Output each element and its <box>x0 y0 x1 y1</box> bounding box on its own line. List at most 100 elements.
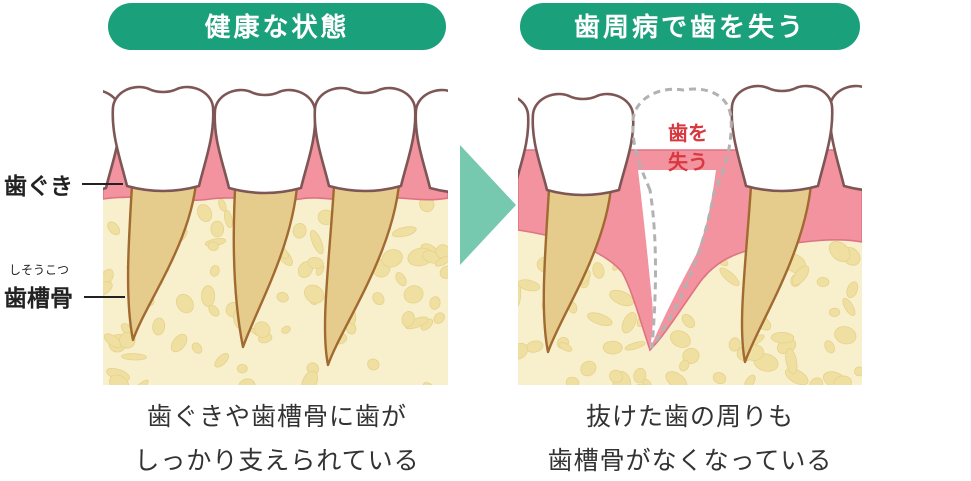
bone-pore <box>816 276 830 288</box>
periodontal-illustration: 歯を 失う <box>518 84 862 385</box>
tooth-crown <box>531 92 635 197</box>
bone-pore <box>210 220 225 238</box>
healthy-caption-line1: 歯ぐきや歯槽骨に歯が <box>147 402 407 431</box>
bone-pore <box>191 342 203 354</box>
tooth-root <box>232 170 300 349</box>
partial-tooth <box>828 84 862 192</box>
bone-pore <box>828 241 851 262</box>
bone-pore <box>629 383 649 385</box>
bone-pore <box>176 293 194 314</box>
bone-pore <box>518 343 529 360</box>
bone-pore <box>580 360 597 377</box>
bone-pore <box>237 378 256 385</box>
bone-pore <box>592 262 605 279</box>
periodontal-caption-line1: 抜けた歯の周りも <box>586 402 794 431</box>
bone-pore <box>833 375 852 385</box>
bone-pore <box>518 279 541 292</box>
bone-pore <box>207 241 219 251</box>
tooth <box>313 86 417 367</box>
missing-tooth-outline <box>631 87 733 349</box>
bone-pore <box>109 374 130 385</box>
bone-pore <box>808 377 824 385</box>
missing-tooth-label-line2: 失う <box>668 150 708 174</box>
tooth-crown <box>313 86 417 193</box>
periodontal-caption-line2: 歯槽骨がなくなっている <box>548 446 833 475</box>
partial-tooth <box>518 97 530 180</box>
gum-label: 歯ぐき <box>4 174 73 200</box>
bone-pore <box>587 312 613 326</box>
tooth-root <box>542 172 614 354</box>
bone-pore <box>209 265 220 277</box>
bone-pore <box>422 382 436 385</box>
bone-pore <box>770 331 795 344</box>
bone-pore <box>719 267 740 287</box>
bone-pore <box>307 256 324 270</box>
bone-pore <box>152 317 166 336</box>
bone-pore <box>854 366 862 377</box>
bone-pore <box>395 272 407 287</box>
bone-pore <box>121 353 147 361</box>
healthy-caption-line2: しっかり支えられている <box>134 446 419 475</box>
tooth-crown <box>518 97 530 180</box>
bone-pore <box>103 281 113 298</box>
bone-pore <box>301 370 319 385</box>
bone-pore <box>433 312 445 324</box>
bone-pore <box>292 223 307 239</box>
empty-tooth-socket <box>638 170 716 349</box>
bone-pore <box>791 265 810 286</box>
periodontal-header: 歯周病で歯を失う <box>520 3 860 50</box>
healthy-header: 健康な状態 <box>108 3 446 50</box>
tooth-root <box>323 168 402 367</box>
arrow-right-icon <box>460 145 516 265</box>
bone-pore <box>403 285 424 304</box>
bone-pore <box>253 321 271 338</box>
bone-pore <box>558 342 573 352</box>
tooth-crown <box>730 84 834 193</box>
bone-pore <box>842 297 856 316</box>
bone-pore <box>602 340 623 355</box>
bone-pore <box>170 333 188 353</box>
tooth-crown <box>111 85 215 193</box>
bone-pore <box>310 229 324 255</box>
bone-pore <box>367 358 380 371</box>
bone-pore <box>621 312 637 334</box>
bone-pore <box>372 292 385 306</box>
healthy-illustration <box>103 85 448 385</box>
bone-pore <box>236 363 248 374</box>
bone-pore <box>518 281 522 309</box>
bone-pore <box>679 359 690 372</box>
bone-pore <box>381 249 403 268</box>
tooth <box>730 84 834 364</box>
bone-pore <box>223 209 233 229</box>
bone-pore <box>565 376 580 385</box>
bone-pore <box>609 289 634 307</box>
bone-pore <box>728 337 741 352</box>
bone-pore <box>401 310 415 328</box>
periodontal-title: 歯周病で歯を失う <box>574 13 806 43</box>
bone-pore <box>681 313 696 329</box>
bone-pore <box>214 353 229 368</box>
bone-pore <box>633 367 647 384</box>
bone-pore <box>609 369 623 384</box>
tooth-crown <box>828 84 862 192</box>
bone-pore <box>218 198 227 212</box>
alveolar-bone-callout: しそうこつ 歯槽骨 <box>4 263 125 312</box>
healthy-title: 健康な状態 <box>204 12 349 43</box>
bone-pore <box>439 265 448 279</box>
missing-tooth-label-line1: 歯を <box>668 121 708 145</box>
periodontal-header-pill <box>520 3 860 50</box>
bone-pore <box>682 347 700 365</box>
bone-pore <box>744 374 756 385</box>
bone-pore <box>785 347 798 375</box>
bone-pore <box>281 325 291 334</box>
bone-pore <box>276 291 289 303</box>
bone-pore <box>201 285 216 307</box>
alveolar-bone-reading: しそうこつ <box>9 263 69 277</box>
bone-pore <box>429 296 441 310</box>
tooth-crown <box>213 88 317 195</box>
bone-pore <box>665 371 688 385</box>
bone-pore <box>391 226 417 238</box>
alveolar-bone-label: 歯槽骨 <box>4 286 73 312</box>
bone-pore <box>828 307 841 317</box>
